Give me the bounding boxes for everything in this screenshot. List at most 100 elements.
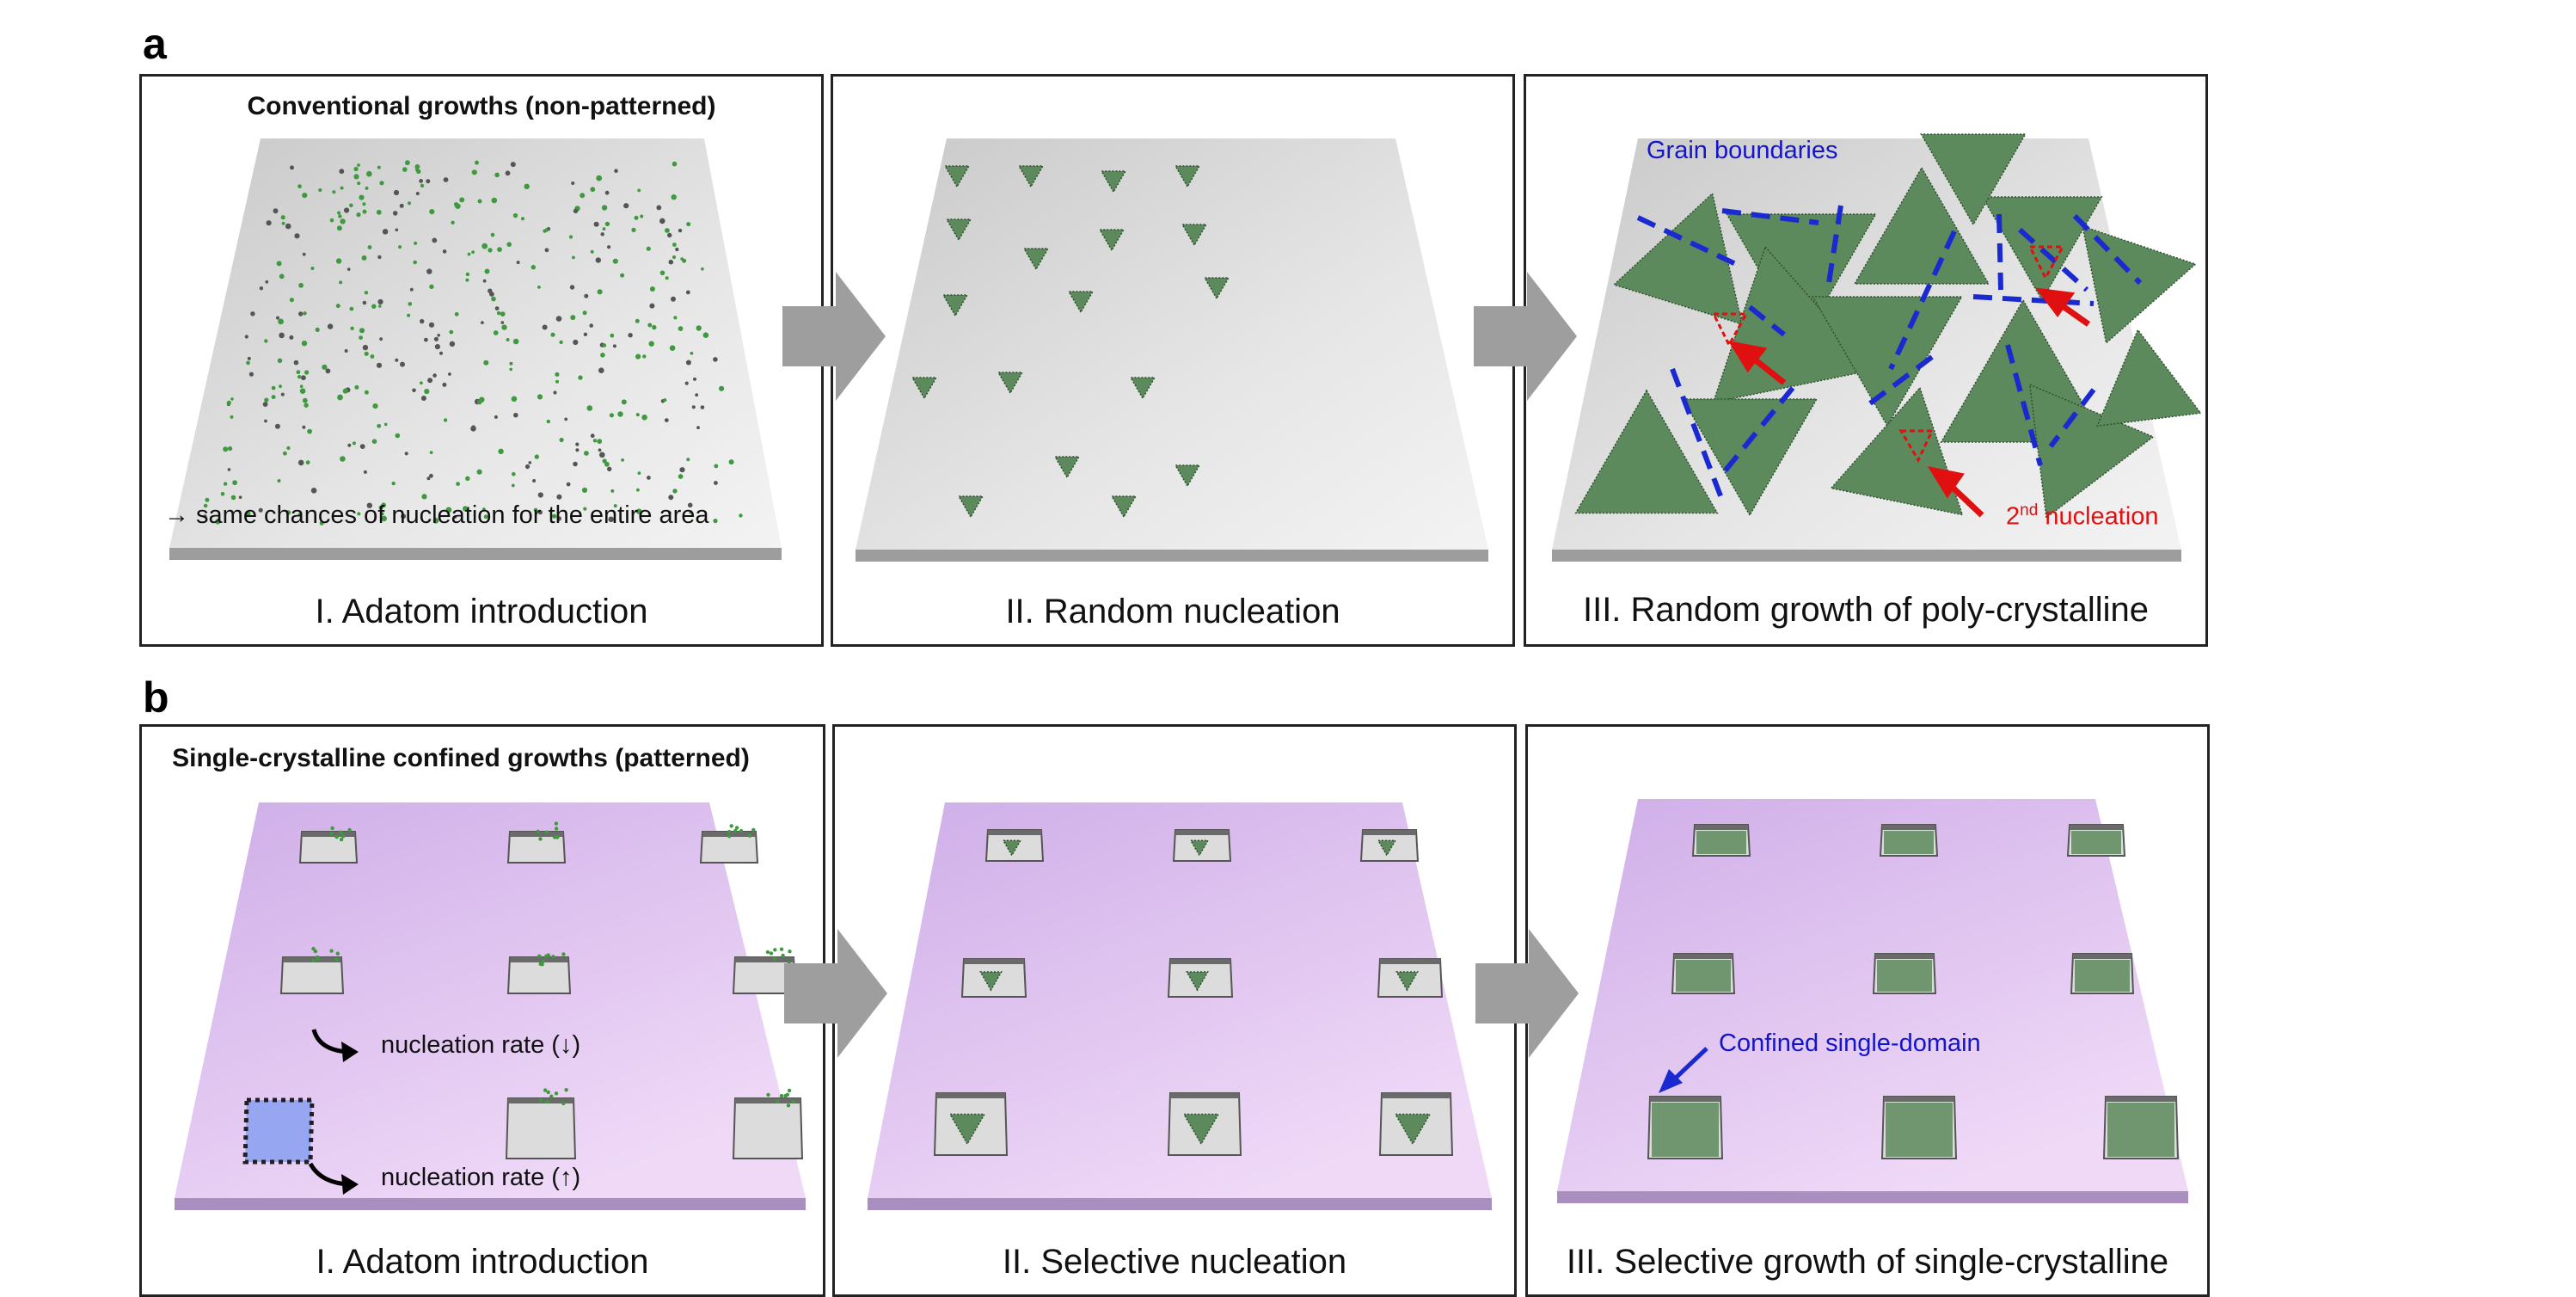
adatom <box>641 415 647 421</box>
adatom <box>439 351 443 355</box>
adatom <box>305 460 310 465</box>
adatom <box>751 827 756 833</box>
adatom <box>276 261 282 267</box>
adatom <box>330 826 334 831</box>
adatom <box>454 311 459 317</box>
adatom <box>543 1088 548 1092</box>
adatom <box>701 267 704 271</box>
well-edge <box>1695 825 1748 830</box>
single-domain <box>1652 1103 1719 1157</box>
adatom <box>299 388 306 395</box>
adatom <box>727 834 732 839</box>
adatom <box>364 291 369 295</box>
adatom <box>399 203 404 208</box>
adatom <box>685 290 690 295</box>
adatom <box>647 323 653 328</box>
adatom <box>489 292 494 297</box>
adatom <box>664 418 669 422</box>
adatom <box>297 184 302 189</box>
grain-boundaries <box>1636 205 2143 507</box>
adatom <box>512 212 518 218</box>
adatom <box>465 476 470 481</box>
adatom <box>405 160 410 166</box>
panel-caption: I. Adatom introduction <box>315 593 648 630</box>
adatom <box>434 344 440 350</box>
adatom <box>356 212 361 218</box>
adatom <box>772 956 777 962</box>
adatom <box>668 511 672 514</box>
substrate-a1 <box>169 138 782 560</box>
grain <box>1681 398 1819 517</box>
adatom <box>340 186 344 190</box>
adatom <box>614 169 618 173</box>
nucleus <box>1174 464 1201 488</box>
adatom <box>395 358 399 362</box>
adatom <box>258 507 263 513</box>
nucleus <box>1098 229 1125 252</box>
second-nucleation-markers <box>1711 245 2065 464</box>
well-edge <box>1382 1093 1451 1098</box>
nucleus <box>1182 1113 1220 1146</box>
adatom <box>246 360 250 366</box>
adatom <box>665 276 669 280</box>
nucleus <box>1377 839 1397 857</box>
adatom <box>442 382 447 387</box>
adatom <box>733 828 738 833</box>
nucleus <box>957 495 984 519</box>
adatom <box>311 958 316 962</box>
adatom <box>266 220 272 226</box>
domain-arrow <box>1672 1047 1708 1081</box>
adatom <box>226 400 231 405</box>
adatom <box>359 444 365 449</box>
adatom <box>493 330 499 335</box>
adatom <box>408 302 413 306</box>
adatom <box>496 310 501 316</box>
adatom <box>671 296 676 302</box>
adatom <box>702 332 709 339</box>
adatom <box>421 494 427 500</box>
adatom <box>223 482 228 486</box>
adatom <box>285 223 291 230</box>
well-edge <box>964 959 1024 964</box>
adatom <box>362 300 367 305</box>
adatom <box>482 507 486 511</box>
adatom <box>426 476 431 481</box>
nucleus <box>1100 170 1127 194</box>
adatom <box>727 829 732 834</box>
well-edge <box>302 832 355 837</box>
adatom <box>336 225 342 231</box>
adatom <box>302 397 308 403</box>
adatom <box>528 461 532 464</box>
adatom <box>427 378 433 384</box>
adatom <box>687 502 693 508</box>
adatom <box>570 315 576 321</box>
adatom <box>634 215 639 220</box>
adatom <box>607 466 612 471</box>
adatom <box>264 397 269 403</box>
adatom <box>617 411 623 417</box>
adatom <box>637 188 641 193</box>
adatom <box>513 412 518 418</box>
adatom <box>649 303 655 309</box>
adatom <box>689 510 693 514</box>
adatom <box>362 344 369 351</box>
adatom <box>769 951 774 956</box>
nucleus <box>1181 224 1208 247</box>
adatom <box>537 394 543 400</box>
adatom <box>673 316 678 320</box>
pattern-well <box>506 956 572 994</box>
adatom <box>339 830 343 834</box>
adatom <box>621 458 624 462</box>
adatom <box>500 311 506 317</box>
substrate-b3 <box>1557 799 2188 1203</box>
adatom <box>337 211 341 215</box>
adatom <box>685 360 691 366</box>
adatom <box>491 197 498 204</box>
adatom <box>554 1091 559 1096</box>
nucleus <box>945 218 972 242</box>
adatom <box>366 170 372 177</box>
adatom <box>659 218 665 224</box>
adatom <box>551 955 555 959</box>
adatom <box>392 211 398 216</box>
adatom <box>601 205 608 211</box>
